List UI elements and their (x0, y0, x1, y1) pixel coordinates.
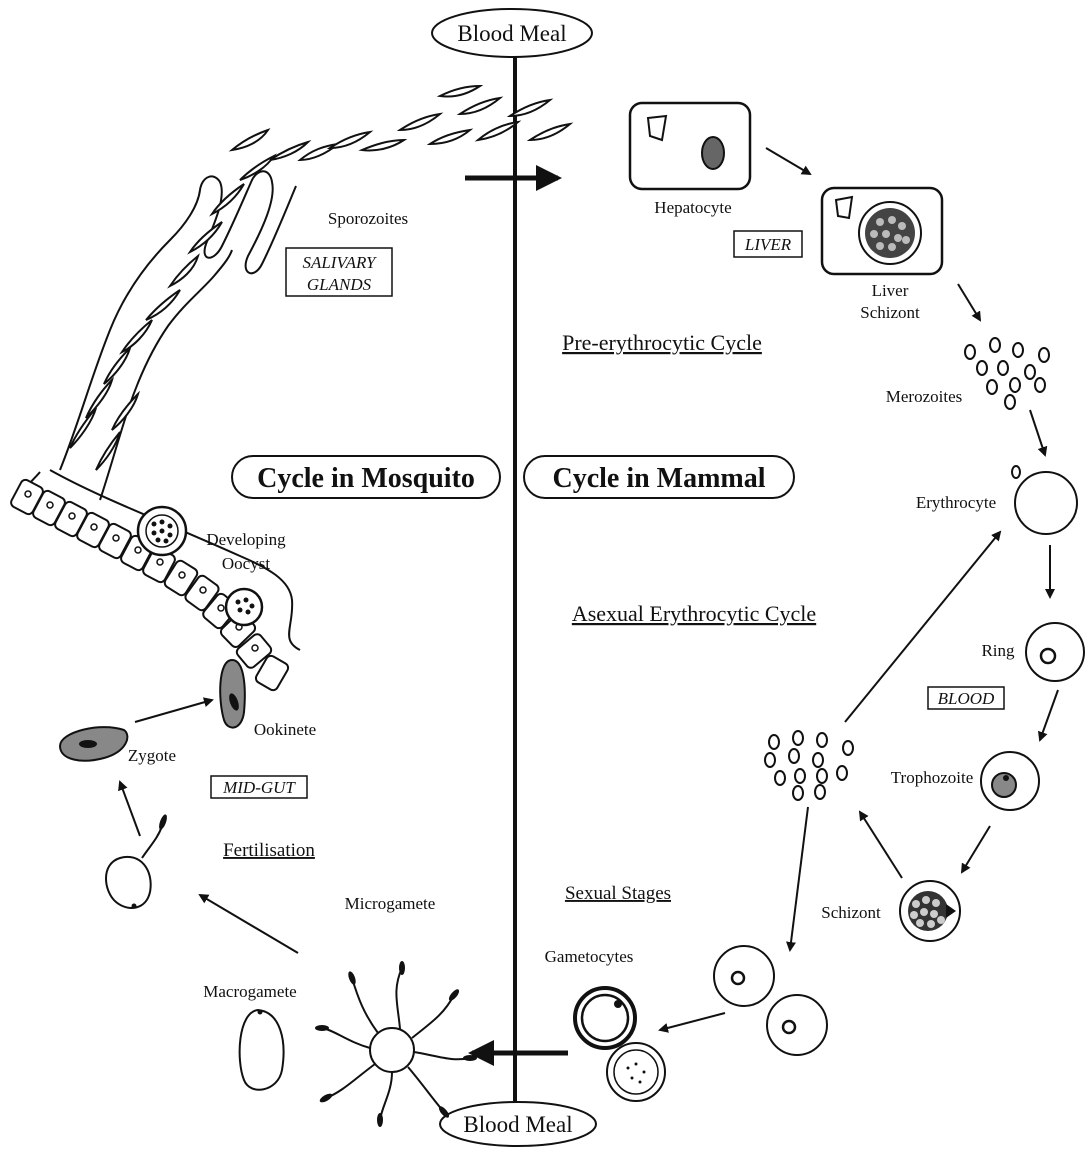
blood-meal-top-label: Blood Meal (457, 21, 566, 46)
young-gametocyte-cell-2 (767, 995, 827, 1055)
developing-oocyst-2 (226, 589, 262, 625)
arrow-macrogamete-to-fertilisation (200, 895, 298, 953)
arrow-schizont-to-merozoites (958, 284, 980, 320)
blood-merozoites-cluster (765, 731, 853, 800)
liver-schizont-label-1: Liver (872, 281, 909, 300)
ookinete-label: Ookinete (254, 720, 316, 739)
macrogamete (240, 1010, 284, 1090)
sporozoites-label: Sporozoites (328, 209, 408, 228)
ookinete (220, 660, 245, 728)
macrogamete-label: Macrogamete (203, 982, 296, 1001)
arrow-fertilisation-to-zygote (120, 782, 140, 836)
young-gametocyte-cell-1 (714, 946, 774, 1006)
sexual-stages-title: Sexual Stages (565, 883, 671, 904)
arrow-merozoites-to-gametocytes (790, 807, 808, 950)
microgamete-label: Microgamete (345, 894, 436, 913)
blood-schizont (900, 881, 960, 941)
arrow-schizont-to-merozoites-blood (860, 812, 902, 878)
hepatocyte-label: Hepatocyte (654, 198, 731, 217)
liver-schizont-label-2: Schizont (860, 303, 920, 322)
erythrocyte-label: Erythrocyte (916, 493, 996, 512)
oocyst-label-1: Developing (206, 530, 286, 549)
liver-box: LIVER (734, 231, 802, 257)
oocyst-label-2: Oocyst (222, 554, 270, 573)
developing-oocyst-1 (138, 507, 186, 555)
arrow-zygote-to-ookinete (135, 700, 212, 722)
svg-text:Cycle in Mammal: Cycle in Mammal (552, 463, 765, 494)
salivary-gland (60, 171, 296, 500)
trophozoite (981, 752, 1039, 810)
gametocyte-macro (607, 1043, 665, 1101)
arrow-hepatocyte-to-liver-schizont (766, 148, 810, 174)
svg-text:Cycle in Mosquito: Cycle in Mosquito (257, 463, 475, 494)
arrow-to-gametocytes (660, 1013, 725, 1030)
svg-text:BLOOD: BLOOD (938, 689, 995, 708)
fertilisation-title: Fertilisation (223, 840, 315, 861)
salivary-glands-box: SALIVARY GLANDS (286, 248, 392, 296)
gametocyte-micro (575, 988, 635, 1048)
merozoites-cluster (965, 338, 1049, 409)
ring-label: Ring (981, 641, 1015, 660)
ring-stage (1026, 623, 1084, 681)
cycle-in-mosquito-title: Cycle in Mosquito (232, 456, 500, 498)
cycle-in-mammal-title: Cycle in Mammal (524, 456, 794, 498)
arrow-trophozoite-to-schizont (962, 826, 990, 872)
zygote (60, 727, 127, 761)
svg-text:GLANDS: GLANDS (307, 275, 372, 294)
blood-meal-top: Blood Meal (432, 9, 592, 57)
svg-text:SALIVARY: SALIVARY (302, 253, 377, 272)
liver-schizont (822, 188, 942, 274)
zygote-label: Zygote (128, 746, 176, 765)
schizont-label: Schizont (821, 903, 881, 922)
pre-erythrocytic-cycle-title: Pre-erythrocytic Cycle (562, 330, 762, 355)
arrow-ring-to-trophozoite (1040, 690, 1058, 740)
svg-text:MID-GUT: MID-GUT (222, 778, 296, 797)
hepatocyte (630, 103, 750, 189)
svg-text:LIVER: LIVER (744, 235, 792, 254)
merozoites-label: Merozoites (886, 387, 962, 406)
gametocytes-label: Gametocytes (545, 947, 634, 966)
erythrocyte (1012, 466, 1077, 534)
midgut-epithelium (9, 470, 300, 692)
microgamete (315, 961, 477, 1127)
blood-box: BLOOD (928, 687, 1004, 709)
mid-gut-box: MID-GUT (211, 776, 307, 798)
trophozoite-label: Trophozoite (891, 768, 974, 787)
asexual-erythrocytic-cycle-title: Asexual Erythrocytic Cycle (572, 601, 816, 626)
blood-meal-bottom: Blood Meal (440, 1102, 596, 1146)
blood-meal-bottom-label: Blood Meal (463, 1112, 572, 1137)
arrow-merozoites-to-erythrocyte (1030, 410, 1045, 455)
